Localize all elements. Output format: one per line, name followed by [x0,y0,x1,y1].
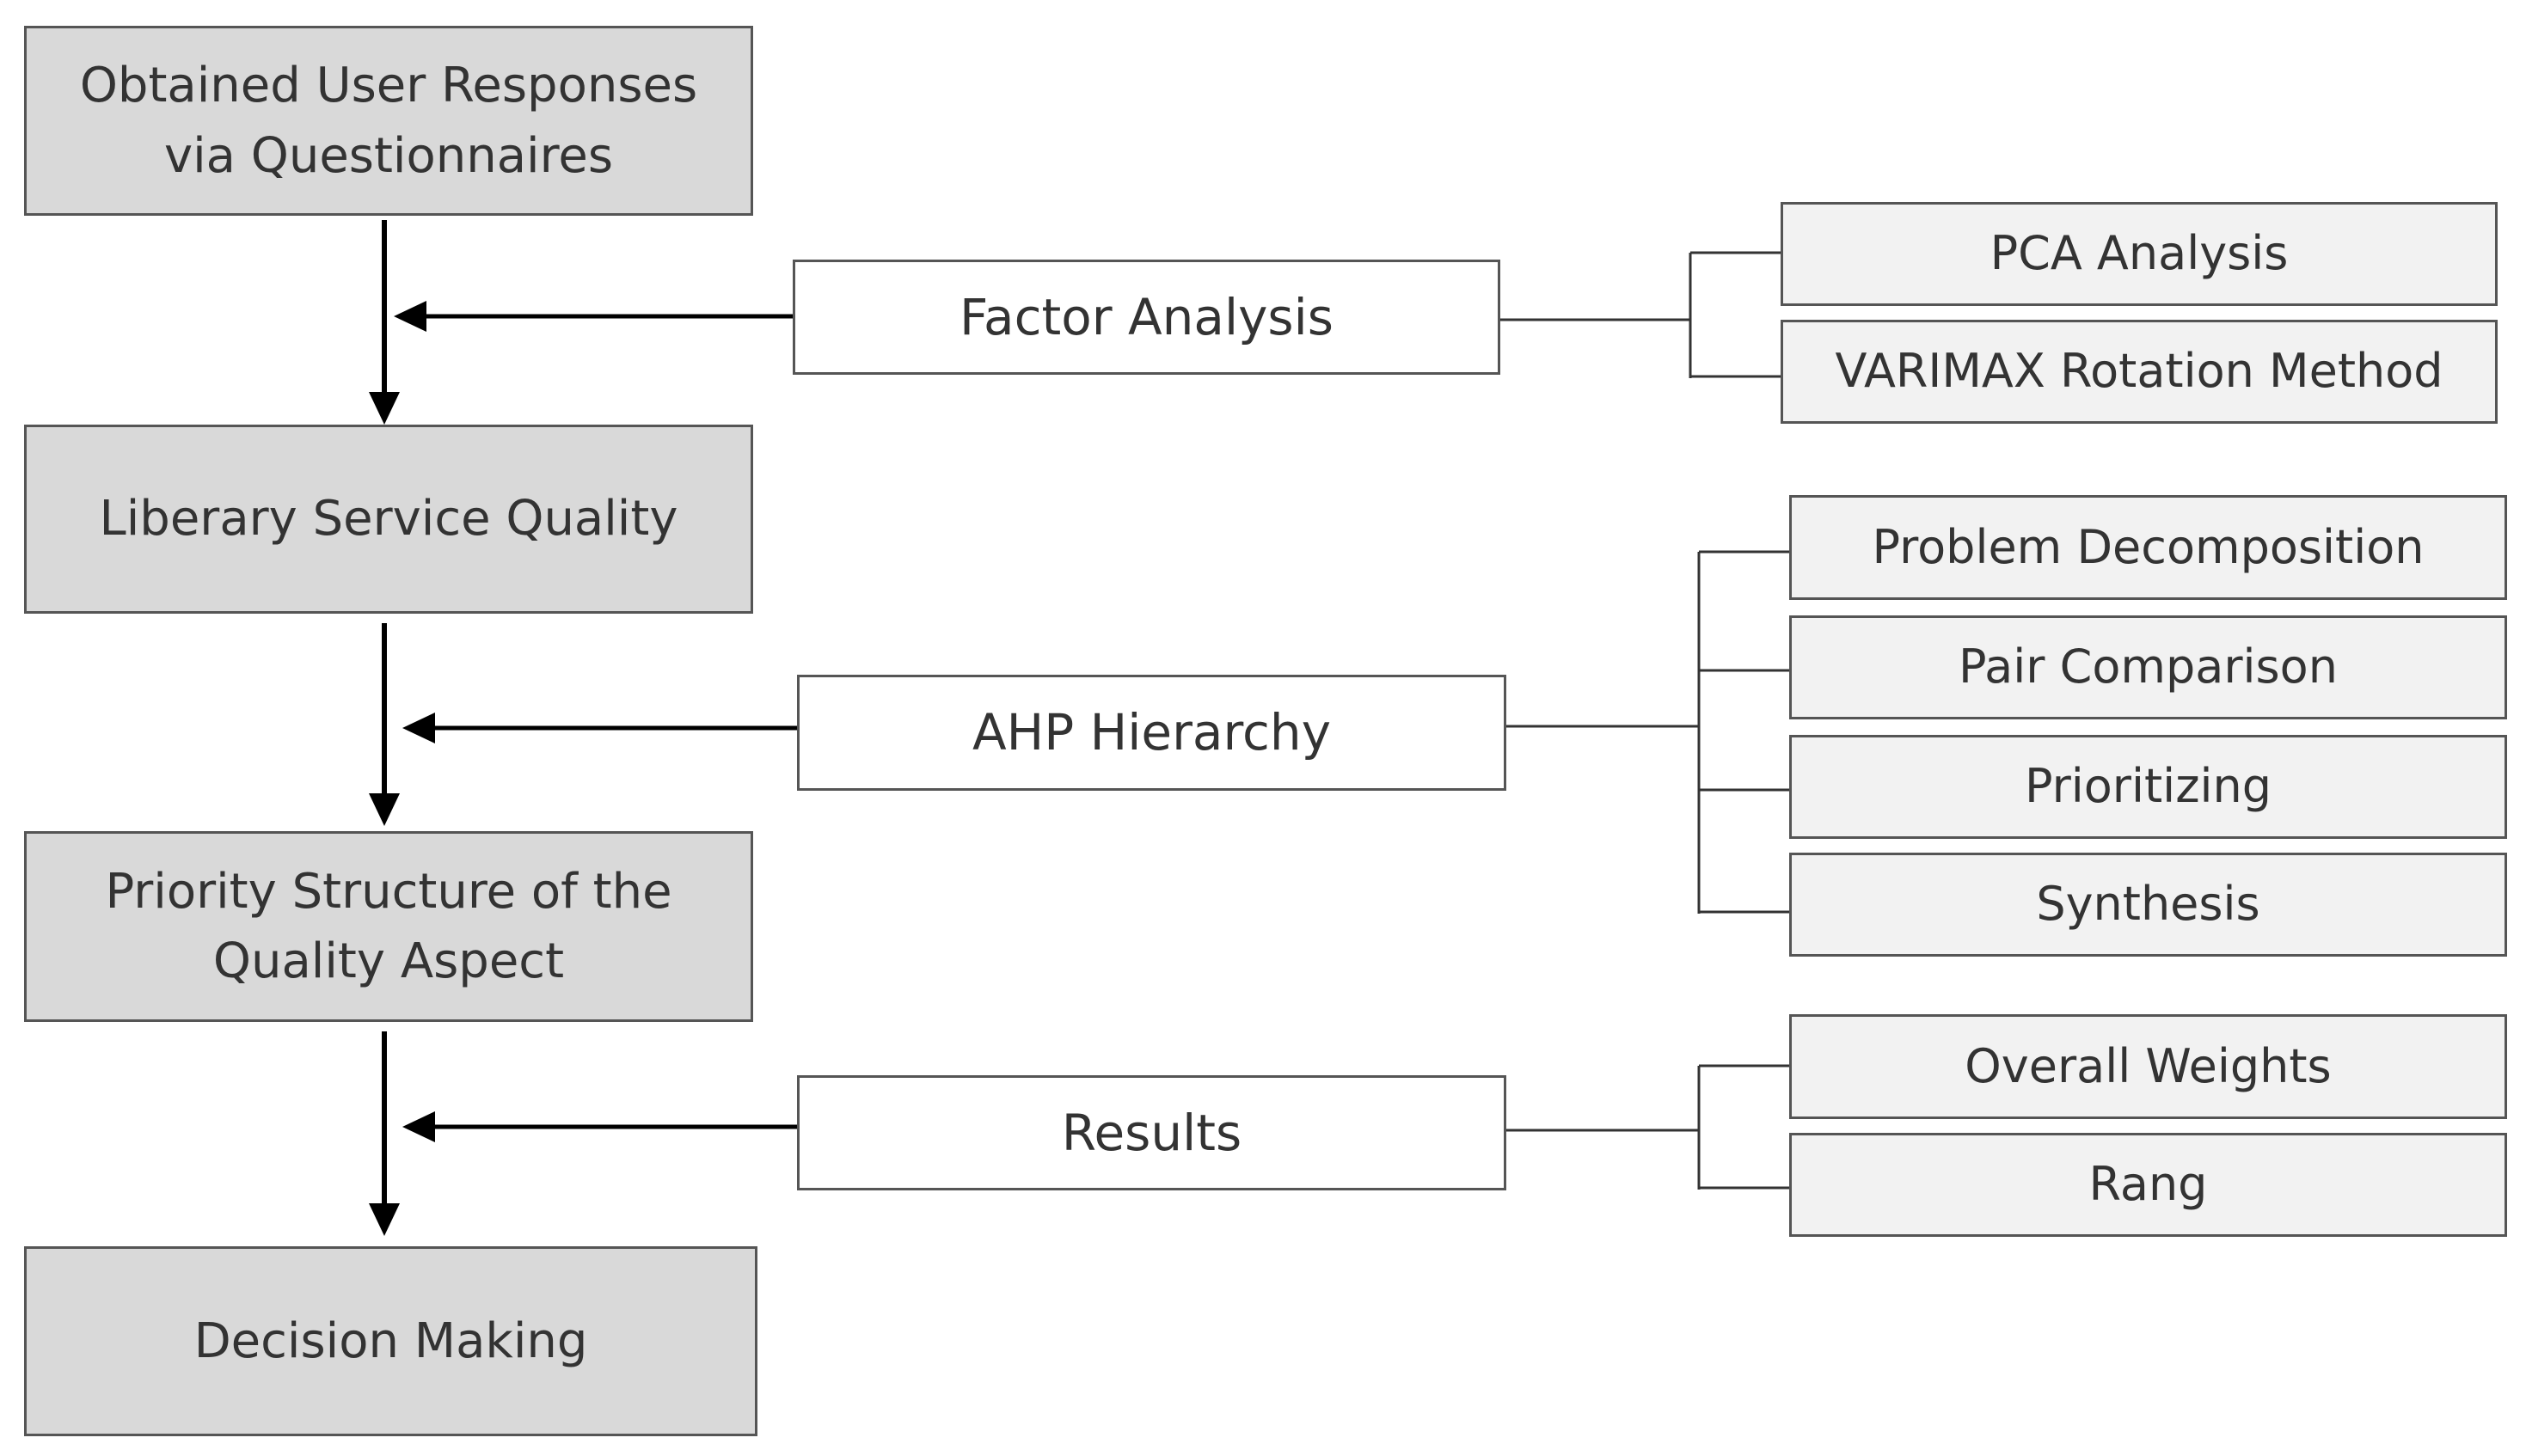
component-prioritizing-label: Prioritizing [2024,759,2272,814]
component-problem-decomposition-label: Problem Decomposition [1872,519,2425,574]
step-user-responses: Obtained User Responses via Questionnair… [24,26,753,216]
method-ahp-hierarchy: AHP Hierarchy [797,675,1506,791]
bracket-results [1505,1064,1791,1190]
left-arrow-ahp-hierarchy [402,713,799,743]
step-service-quality-label: Liberary Service Quality [99,491,678,548]
method-results: Results [797,1075,1506,1190]
step-user-responses-label: Obtained User Responses via Questionnair… [79,58,698,184]
step-decision-making: Decision Making [24,1246,757,1436]
bracket-ahp-hierarchy [1505,550,1791,914]
method-factor-analysis: Factor Analysis [793,260,1500,375]
component-varimax-rotation-label: VARIMAX Rotation Method [1835,344,2443,399]
down-arrow-1 [369,220,400,425]
component-synthesis-label: Synthesis [2036,877,2260,932]
method-results-label: Results [1061,1103,1242,1162]
component-rang: Rang [1789,1133,2507,1237]
component-pair-comparison: Pair Comparison [1789,615,2507,719]
component-overall-weights: Overall Weights [1789,1014,2507,1119]
component-pair-comparison-label: Pair Comparison [1959,639,2338,694]
step-decision-making-label: Decision Making [193,1312,588,1369]
component-problem-decomposition: Problem Decomposition [1789,495,2507,600]
component-synthesis: Synthesis [1789,853,2507,957]
component-rang-label: Rang [2088,1157,2208,1212]
component-pca-analysis-label: PCA Analysis [1990,226,2289,281]
left-arrow-factor-analysis [394,301,794,332]
down-arrow-2 [369,623,400,826]
component-prioritizing: Prioritizing [1789,735,2507,839]
step-priority-structure-label: Priority Structure of the Quality Aspect [105,863,672,989]
component-pca-analysis: PCA Analysis [1781,202,2498,306]
step-service-quality: Liberary Service Quality [24,425,753,614]
step-priority-structure: Priority Structure of the Quality Aspect [24,831,753,1022]
component-varimax-rotation: VARIMAX Rotation Method [1781,320,2498,424]
method-factor-analysis-label: Factor Analysis [960,287,1334,346]
down-arrow-3 [369,1031,400,1236]
bracket-factor-analysis [1499,251,1782,378]
method-ahp-hierarchy-label: AHP Hierarchy [972,703,1332,762]
component-overall-weights-label: Overall Weights [1965,1038,2332,1093]
left-arrow-results [402,1111,799,1142]
